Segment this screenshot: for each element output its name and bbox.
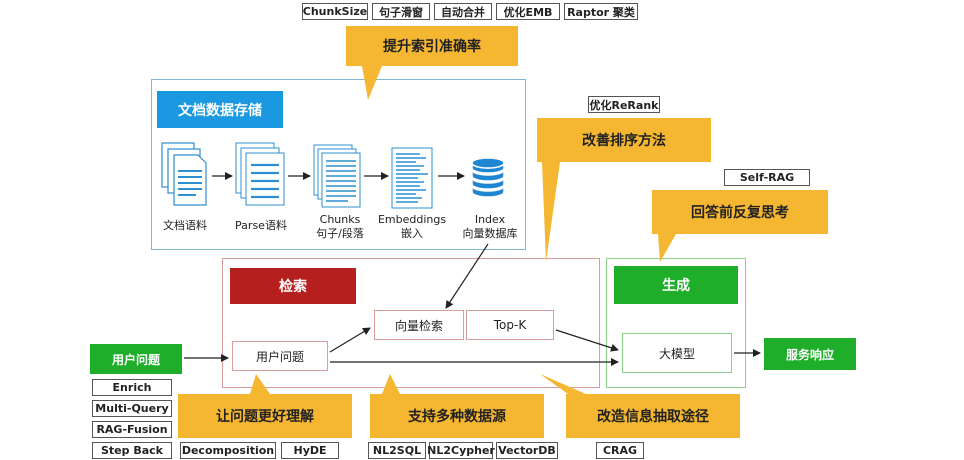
tag-enrich: Enrich — [92, 379, 172, 396]
document-icon — [160, 141, 210, 209]
tag-raptor: Raptor 聚类 — [564, 3, 638, 20]
tag-sentence-window: 句子滑窗 — [372, 3, 430, 20]
step-label-parse: Parse语料 — [235, 219, 287, 232]
callout-pointer-query — [250, 374, 270, 394]
retrieval-region — [222, 258, 600, 388]
vector-search-node: 向量检索 — [374, 310, 464, 340]
callout-pointer-datasource — [382, 374, 400, 394]
tag-multi-query: Multi-Query — [92, 400, 172, 417]
tag-nl2cypher: NL2Cypher — [427, 442, 495, 459]
tag-chunksize: ChunkSize — [302, 3, 368, 20]
callout-extract: 改造信息抽取途径 — [566, 394, 740, 438]
callout-rerank: 改善排序方法 — [537, 118, 711, 162]
tag-rag-fusion: RAG-Fusion — [92, 421, 172, 438]
arrow-question-to-search — [329, 327, 371, 353]
tag-auto-merge: 自动合并 — [434, 3, 492, 20]
callout-index-accuracy: 提升索引准确率 — [346, 26, 518, 66]
tag-crag: CRAG — [596, 442, 644, 459]
callout-pointer-index — [362, 66, 382, 100]
step-label-embeddings: Embeddings 嵌入 — [377, 213, 447, 240]
database-icon — [470, 156, 506, 198]
storage-region — [151, 79, 526, 250]
step-label-chunks: Chunks 句子/段落 — [316, 213, 364, 240]
output-service-response: 服务响应 — [764, 338, 856, 370]
input-user-question: 用户问题 — [90, 344, 182, 374]
tag-self-rag: Self-RAG — [724, 169, 810, 186]
callout-pointer-extract — [540, 374, 586, 394]
llm-node: 大模型 — [622, 333, 732, 373]
user-question-node: 用户问题 — [232, 341, 328, 371]
step-label-doc: 文档语料 — [163, 219, 207, 232]
storage-header: 文档数据存储 — [157, 91, 283, 128]
parse-document-icon — [234, 141, 286, 209]
retrieval-header: 检索 — [230, 268, 356, 304]
arrow-topk-to-llm — [555, 329, 619, 352]
tag-step-back: Step Back — [92, 442, 172, 459]
callout-query: 让问题更好理解 — [178, 394, 352, 438]
tag-hyde: HyDE — [281, 442, 339, 459]
tag-optimize-rerank: 优化ReRank — [588, 96, 660, 113]
callout-pointer-rerank — [542, 162, 560, 262]
tag-optimize-emb: 优化EMB — [496, 3, 560, 20]
generation-region — [606, 258, 746, 388]
arrow-index-to-search — [445, 243, 489, 309]
step-label-index: Index 向量数据库 — [462, 213, 518, 240]
callout-reflect: 回答前反复思考 — [652, 190, 828, 234]
embeddings-icon — [390, 146, 434, 210]
topk-node: Top-K — [466, 310, 554, 340]
callout-datasource: 支持多种数据源 — [370, 394, 544, 438]
generation-header: 生成 — [614, 266, 738, 304]
callout-pointer-reflect — [658, 234, 676, 262]
tag-vectordb: VectorDB — [496, 442, 558, 459]
tag-decomposition: Decomposition — [180, 442, 276, 459]
chunks-icon — [312, 143, 362, 209]
tag-nl2sql: NL2SQL — [368, 442, 426, 459]
